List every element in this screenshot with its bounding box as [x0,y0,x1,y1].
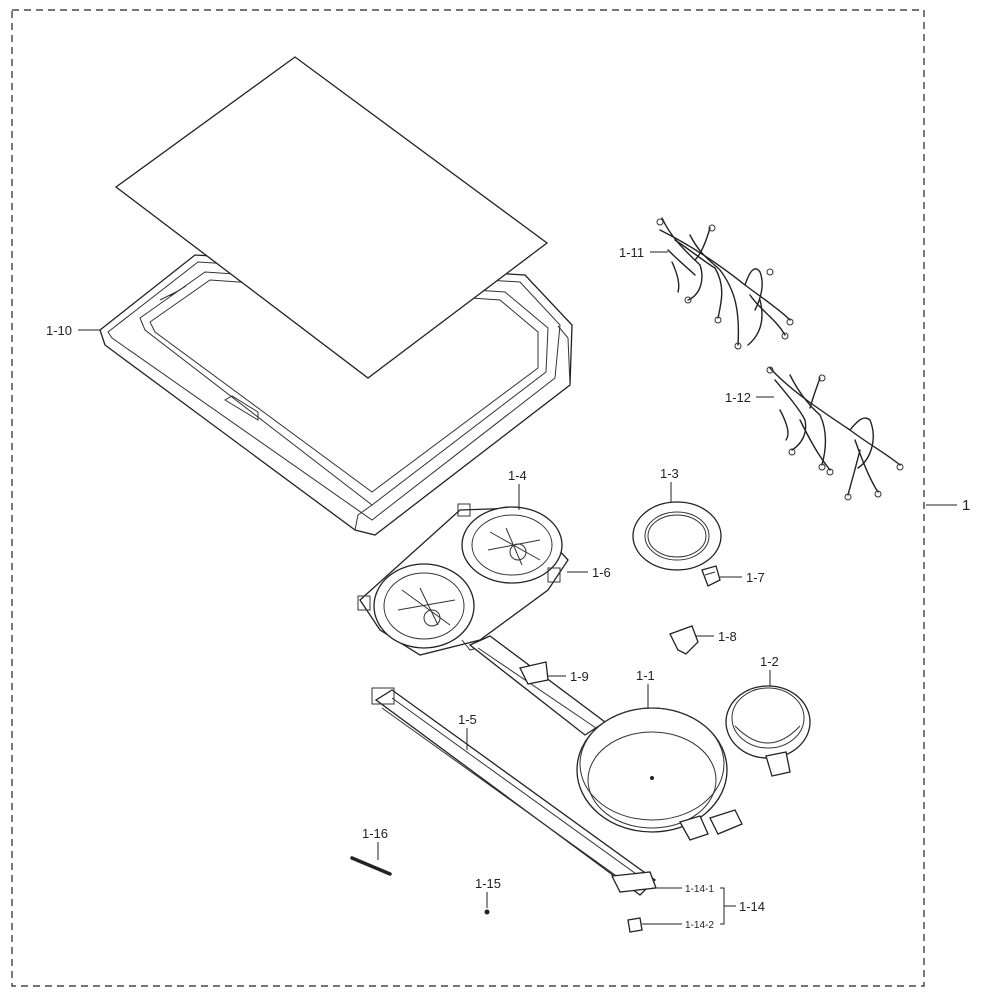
label-1-14-2: 1-14-2 [685,920,714,931]
label-1-6: 1-6 [592,565,611,580]
label-1-4: 1-4 [508,468,527,483]
part-1-3-ring [632,501,722,571]
label-1-11: 1-11 [619,245,644,260]
label-1-1: 1-1 [636,668,655,683]
label-1-7: 1-7 [746,570,765,585]
label-1-5: 1-5 [458,712,477,727]
label-1: 1 [962,497,970,514]
label-1-14-1: 1-14-1 [685,884,714,895]
label-1-12: 1-12 [725,390,751,405]
label-1-14: 1-14 [739,899,765,914]
label-1-16: 1-16 [362,826,388,841]
callout-labels: 1 1-10 1-11 1-12 1-4 1-6 1-3 1-7 1-8 1-9… [46,245,970,931]
label-1-9: 1-9 [570,669,589,684]
part-1-8-bracket [669,625,699,655]
label-1-8: 1-8 [718,629,737,644]
label-1-10: 1-10 [46,323,72,338]
label-1-2: 1-2 [760,654,779,669]
part-1-10-cooktop-frame [99,56,573,536]
part-1-6-burner-bracket [357,503,569,656]
part-1-9-strip [468,635,607,736]
part-1-12-wire-harness [766,366,904,501]
assembly-boundary [11,9,925,987]
part-1-2-small-burner [725,685,811,777]
part-1-15-screw [484,909,490,915]
label-1-3: 1-3 [660,466,679,481]
label-1-15: 1-15 [475,876,501,891]
part-1-11-wire-harness [656,217,794,350]
part-1-5-support-bar [371,687,657,896]
part-1-16-rod [350,856,392,876]
part-1-14-2-clip [627,917,643,933]
leader-lines [78,251,957,925]
part-1-7-connector [701,565,721,587]
part-1-1-large-burner [576,707,743,841]
